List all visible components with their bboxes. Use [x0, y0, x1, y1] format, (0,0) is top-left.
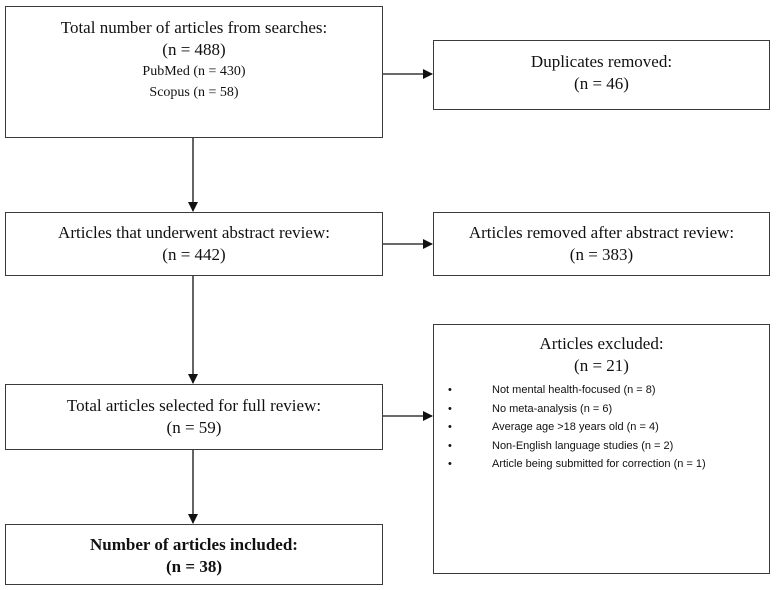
duplicates-title: Duplicates removed:: [530, 52, 673, 71]
exclusion-reason: Average age >18 years old (n = 4): [492, 421, 659, 433]
source-scopus: Scopus (n = 58): [149, 85, 239, 100]
abstract-review-count: (n = 442): [162, 245, 226, 264]
removed-after-abstract-count: (n = 383): [569, 245, 634, 264]
excluded-title: Articles excluded:: [539, 334, 664, 353]
searches-title: Total number of articles from searches:: [60, 18, 328, 37]
list-item: • No meta-analysis (n = 6): [434, 400, 769, 419]
excluded-count: (n = 21): [574, 356, 629, 375]
source-pubmed: PubMed (n = 430): [142, 64, 246, 79]
full-review-box: Total articles selected for full review:…: [5, 384, 383, 450]
list-item: • Article being submitted for correction …: [434, 455, 769, 474]
abstract-review-box: Articles that underwent abstract review:…: [5, 212, 383, 276]
list-item: • Not mental health-focused (n = 8): [434, 381, 769, 400]
searches-box: Total number of articles from searches: …: [5, 6, 383, 138]
removed-after-abstract-box: Articles removed after abstract review: …: [433, 212, 770, 276]
full-review-title: Total articles selected for full review:: [66, 396, 322, 415]
abstract-review-title: Articles that underwent abstract review:: [58, 223, 330, 242]
full-review-count: (n = 59): [166, 418, 222, 437]
bullet-icon: •: [448, 402, 452, 415]
duplicates-count: (n = 46): [574, 74, 629, 93]
bullet-icon: •: [448, 421, 452, 433]
removed-after-abstract-title: Articles removed after abstract review:: [468, 223, 735, 242]
list-item: • Average age >18 years old (n = 4): [434, 418, 769, 437]
bullet-icon: •: [448, 384, 452, 396]
bullet-icon: •: [448, 458, 452, 470]
list-item: • Non-English language studies (n = 2): [434, 437, 769, 456]
bullet-icon: •: [448, 439, 452, 452]
exclusion-reason: No meta-analysis (n = 6): [492, 402, 613, 415]
exclusion-reason: Non-English language studies (n = 2): [492, 439, 674, 452]
excluded-box: Articles excluded: (n = 21) • Not mental …: [433, 324, 770, 574]
exclusion-reasons-list: • Not mental health-focused (n = 8) • No m…: [434, 381, 769, 474]
included-count: (n = 38): [166, 557, 222, 576]
exclusion-reason: Article being submitted for correction (…: [492, 458, 706, 470]
included-box: Number of articles included: (n = 38): [5, 524, 383, 585]
duplicates-box: Duplicates removed: (n = 46): [433, 40, 770, 110]
included-title: Number of articles included:: [90, 535, 298, 554]
searches-count: (n = 488): [162, 40, 226, 59]
exclusion-reason: Not mental health-focused (n = 8): [492, 384, 656, 396]
